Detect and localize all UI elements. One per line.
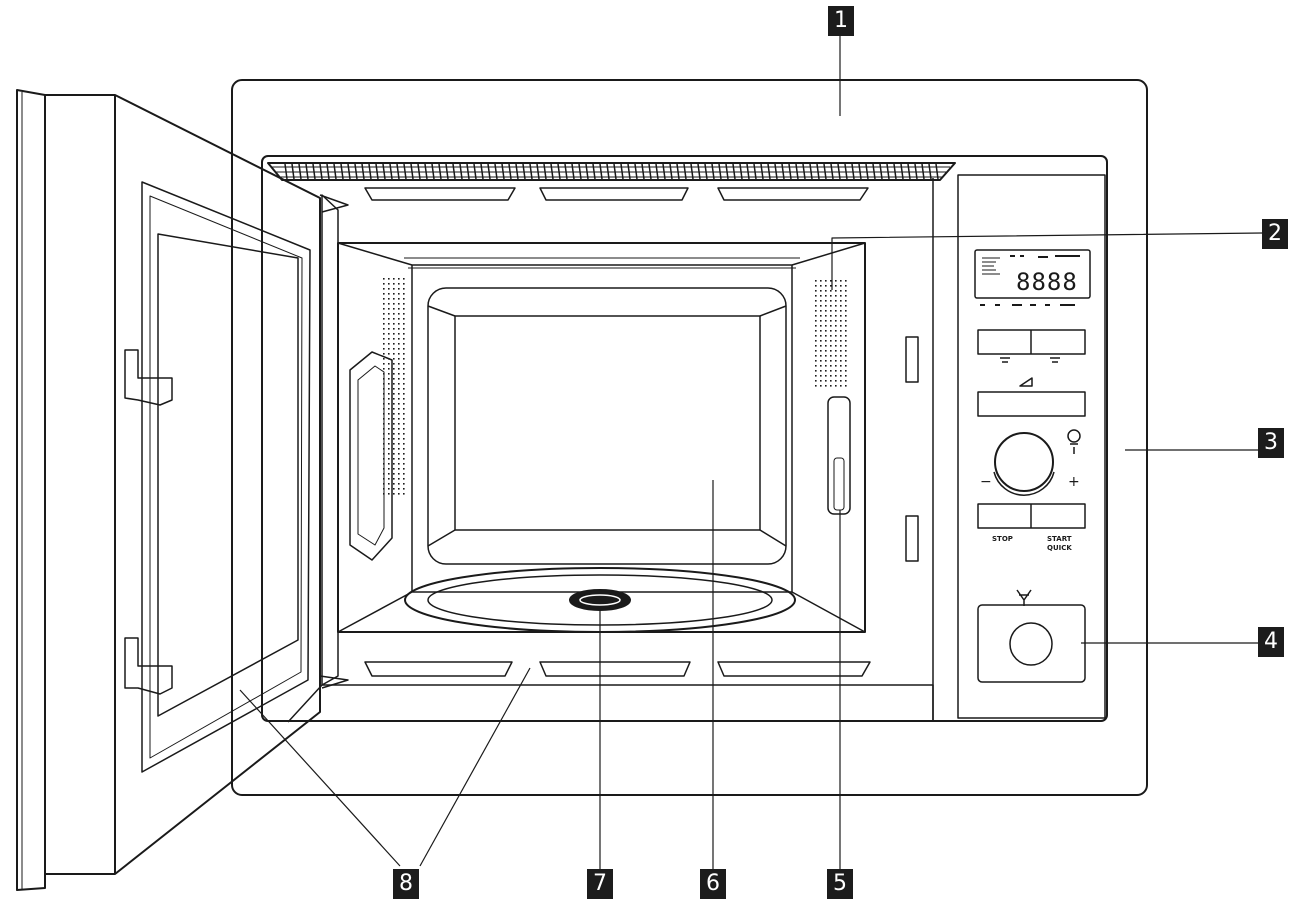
door-release-button [977,604,1086,683]
bottom-slot-vents [364,661,871,677]
chamber-left-wall [321,194,339,686]
power-button [977,391,1086,417]
door-hook-upper [124,349,173,406]
callout-2: 2 [1262,219,1288,249]
minus-sign: − [980,474,992,490]
callout-4: 4 [1258,627,1284,657]
top-slot-vents [364,187,869,201]
waveguide-cover-inner [833,457,845,511]
callout-8: 8 [393,869,419,899]
left-side-recess-inner [357,365,385,546]
latch-slot-lower [905,515,919,562]
leader-lines [239,28,1263,872]
lcd-display [974,249,1091,299]
control-panel [957,174,1106,719]
door-window-glass [157,233,299,717]
clock-icon [1067,429,1081,443]
ventilation-perforations [383,278,847,495]
stop-label: STOP [992,535,1013,543]
left-side-recess [349,351,393,561]
callout-1: 1 [828,6,854,36]
callout-5: 5 [827,869,853,899]
lcd-digits: 8888 [1016,268,1078,296]
door-window-frame [141,181,311,773]
cavity-back-wall [427,287,787,565]
callout-6: 6 [700,869,726,899]
outer-frame [231,79,1148,796]
control-dial [994,432,1054,492]
door-release-icon [1016,589,1032,606]
turntable-coupler [569,589,631,611]
start-label: START [1047,535,1072,543]
plus-sign: + [1068,474,1080,490]
callout-7: 7 [587,869,613,899]
open-door [16,89,349,891]
waveguide-cover [827,396,851,515]
quick-label: QUICK [1047,544,1072,552]
door-hook-lower [124,637,173,695]
latch-slot-upper [905,336,919,383]
chamber-lower-ledge [287,684,934,723]
callout-3: 3 [1258,428,1284,458]
top-vent-grille [267,162,956,181]
inner-housing [261,155,1108,722]
